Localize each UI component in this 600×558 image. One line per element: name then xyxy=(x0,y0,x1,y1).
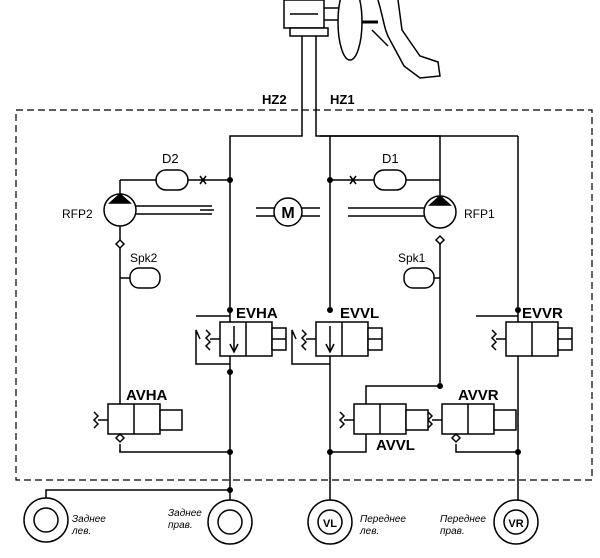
rear-right-caption-2: прав. xyxy=(168,520,193,531)
d2-label: D2 xyxy=(162,151,179,166)
evvr-valve xyxy=(476,315,573,357)
spk1-label: Spk1 xyxy=(398,251,426,265)
wheel-rear-left xyxy=(23,489,230,543)
spk2-accumulator xyxy=(120,267,161,289)
front-left-badge: VL xyxy=(323,518,337,530)
avvr-label: AVVR xyxy=(458,387,499,404)
wheel-front-left xyxy=(307,499,353,545)
wheel-front-right xyxy=(493,499,539,545)
hz2-line xyxy=(229,36,303,500)
unit-boundary xyxy=(15,109,593,481)
hz1-line xyxy=(315,36,441,228)
evvl-label: EVVL xyxy=(340,305,379,322)
evha-valve xyxy=(195,315,287,365)
front-right-caption-2: прав. xyxy=(440,526,465,537)
rear-right-caption-1: Заднее xyxy=(168,508,202,519)
spk1-accumulator xyxy=(403,267,440,289)
rfp2-pump xyxy=(103,180,214,436)
front-right-badge: VR xyxy=(508,518,523,530)
front-right-caption-1: Переднее xyxy=(440,514,486,525)
evvl-valve xyxy=(291,321,383,500)
avvl-valve xyxy=(330,385,440,453)
hz1-label: HZ1 xyxy=(330,92,355,107)
evha-label: EVHA xyxy=(236,305,278,322)
front-left-caption-2: лев. xyxy=(359,526,379,537)
spk2-label: Spk2 xyxy=(130,251,158,265)
avvr-valve xyxy=(426,403,518,453)
avha-label: AVHA xyxy=(126,387,168,404)
master-cylinder-assembly xyxy=(283,0,441,79)
d1-label: D1 xyxy=(382,151,399,166)
d2-damper xyxy=(120,169,230,191)
motor xyxy=(256,197,320,227)
front-left-caption-1: Переднее xyxy=(360,514,406,525)
evvr-label: EVVR xyxy=(522,305,563,322)
wheel-rear-right xyxy=(207,499,253,545)
avha-valve xyxy=(92,403,230,453)
hz2-label: HZ2 xyxy=(262,92,287,107)
rear-left-caption-2: лев. xyxy=(71,526,91,537)
motor-label: M xyxy=(281,205,294,222)
rfp1-label: RFP1 xyxy=(464,207,495,221)
rfp1-pump xyxy=(348,194,457,246)
rfp2-label: RFP2 xyxy=(62,207,93,221)
rear-left-caption-1: Заднее xyxy=(72,514,106,525)
d1-damper xyxy=(330,169,440,191)
avvl-label: AVVL xyxy=(376,437,415,454)
